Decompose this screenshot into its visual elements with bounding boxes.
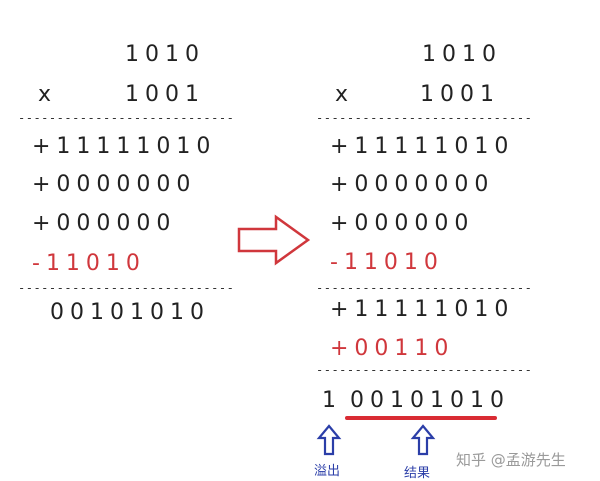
left-partial-3: +000000 — [32, 211, 177, 236]
watermark: 知乎 @孟游先生 — [456, 451, 566, 469]
right-multiplicand: 1010 — [422, 42, 502, 67]
up-arrow-outline-icon — [410, 424, 436, 456]
left-partial-4-negative: -11010 — [32, 251, 146, 276]
result-underline — [345, 416, 497, 420]
right-sum-1: +11111010 — [330, 297, 515, 322]
right-operator: x — [335, 82, 355, 107]
right-separator: ---------------------------- — [316, 112, 533, 124]
up-arrow-outline-icon — [316, 424, 342, 456]
left-partial-2: +0000000 — [32, 172, 197, 197]
left-partial-1: +11111010 — [32, 134, 217, 159]
left-result: 00101010 — [50, 300, 210, 325]
left-multiplier: 1001 — [125, 82, 205, 107]
result-label: 结果 — [404, 466, 431, 481]
overflow-bit: 1 — [322, 388, 342, 413]
right-result: 00101010 — [350, 388, 510, 413]
right-multiplier: 1001 — [420, 82, 500, 107]
left-separator: ---------------------------- — [18, 112, 235, 124]
right-arrow-outline-icon — [237, 214, 311, 266]
right-partial-3: +000000 — [330, 211, 475, 236]
overflow-label: 溢出 — [314, 464, 341, 479]
left-separator-2: ---------------------------- — [18, 282, 235, 294]
left-operator: x — [38, 82, 58, 107]
right-partial-2: +0000000 — [330, 172, 495, 197]
right-partial-1: +11111010 — [330, 134, 515, 159]
right-separator-2: ---------------------------- — [316, 282, 533, 294]
left-multiplicand: 1010 — [125, 42, 205, 67]
right-separator-3: ---------------------------- — [316, 364, 533, 376]
right-sum-2-complement: +00110 — [330, 336, 455, 361]
right-partial-4-negative: -11010 — [330, 250, 444, 275]
